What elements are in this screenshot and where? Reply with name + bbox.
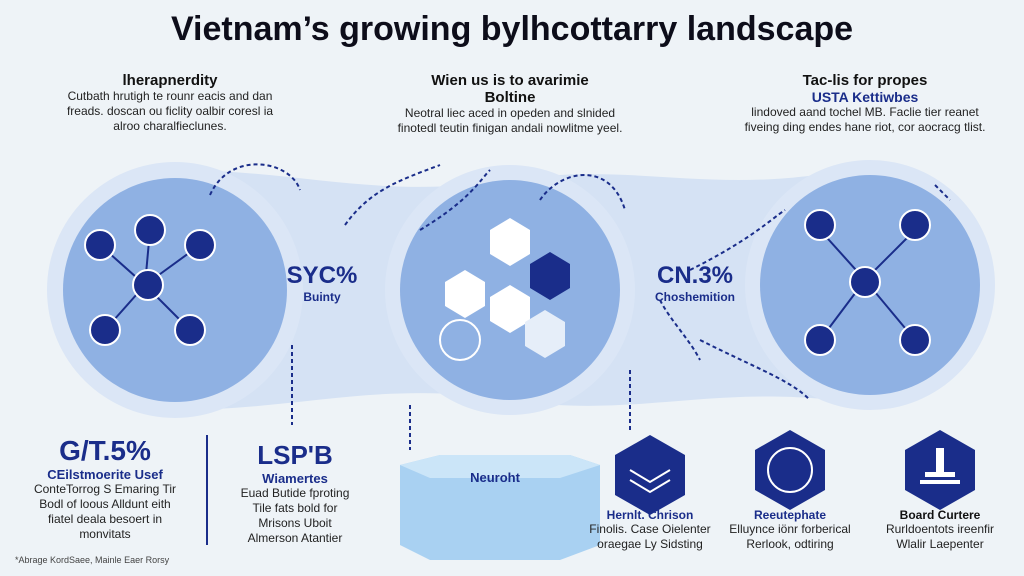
page-title: Vietnam’s growing bylhcottarry landscape	[170, 10, 854, 48]
column-text: Neotral liec aced in opeden and slnided	[404, 106, 616, 120]
icon-card-2: Reeutephate Elluynce iönr forberical Rer…	[715, 508, 865, 552]
node-icon	[849, 266, 881, 298]
column-2: Wien us is to avarimie Boltine Neotral l…	[360, 72, 660, 136]
icon-title: Reeutephate	[753, 508, 827, 522]
icon-title: Hernlt. Chrison	[606, 508, 694, 522]
stat-value: LSP'B	[257, 440, 333, 470]
icon-text: Rerlook, odtiring	[746, 537, 834, 551]
column-text: alroo charalfieclunes.	[113, 119, 227, 133]
node-icon	[132, 269, 164, 301]
stat-text: Euad Butide fproting	[240, 486, 350, 500]
column-1: lherapnerdity Cutbath hrutigh te rounr e…	[20, 72, 320, 134]
node-icon	[84, 229, 116, 261]
stat-text: Almerson Atantier	[247, 531, 343, 545]
box-label: Neuroht	[470, 470, 520, 485]
column-heading: Wien us is to avarimie	[431, 72, 589, 89]
node-icon	[804, 209, 836, 241]
neuroht-box	[400, 455, 600, 560]
node-icon	[89, 314, 121, 346]
column-text: finotedl teutin finigan andali nowlitme …	[397, 121, 623, 135]
stat-1: SYC% Buinty	[272, 262, 372, 304]
icon-text: Elluynce iönr forberical	[729, 522, 851, 536]
left-circle	[63, 178, 287, 402]
stat-text: Mrisons Uboit	[258, 516, 332, 530]
column-heading: Tac-lis for propes	[802, 72, 928, 89]
icon-card-3: Board Curtere Rurldoentots ireenfir Wlal…	[865, 508, 1015, 552]
column-heading: lherapnerdity	[122, 72, 218, 89]
column-text: fiveing ding endes hane riot, cor aocrac…	[744, 120, 986, 134]
icon-text: oraegae Ly Sidsting	[597, 537, 703, 551]
node-icon	[899, 324, 931, 356]
stat-value: G/T.5%	[59, 435, 151, 466]
stat-text: ConteTorrog S Emaring Tir	[33, 482, 177, 496]
building-icon	[755, 430, 825, 510]
icon-text: Rurldoentots ireenfir	[885, 522, 995, 536]
icon-text: Finolis. Case Oielenter	[589, 522, 711, 536]
column-subheading: USTA Kettiwbes	[811, 89, 919, 105]
stat-text: Bodl of loous Alldunt eith	[39, 497, 171, 511]
layers-icon	[615, 435, 685, 515]
column-text: lindoved aand tochel MB. Faclie tier rea…	[751, 105, 979, 119]
node-icon	[134, 214, 166, 246]
stat-2: CN.3% Choshemition	[630, 262, 760, 304]
stat-label: Wiamertes	[262, 471, 328, 486]
column-text: Cutbath hrutigh te rounr eacis and dan	[67, 89, 273, 103]
stat-label: CEilstmoerite Usef	[47, 467, 163, 482]
node-icon	[899, 209, 931, 241]
icon-card-1: Hernlt. Chrison Finolis. Case Oielenter …	[575, 508, 725, 552]
column-text: freads. doscan ou ficlity oalbir coresl …	[66, 104, 274, 118]
bottom-stat-1: G/T.5% CEilstmoerite Usef ConteTorrog S …	[20, 435, 190, 542]
node-icon	[174, 314, 206, 346]
column-3: Tac-lis for propes USTA Kettiwbes lindov…	[710, 72, 1020, 135]
stat-label: Choshemition	[655, 290, 735, 304]
icon-title: Board Curtere	[899, 508, 981, 522]
stat-text: Tile fats bold for	[252, 501, 338, 515]
bottom-stat-2: LSP'B Wiamertes Euad Butide fproting Til…	[220, 440, 370, 546]
stat-value: CN.3%	[656, 262, 734, 289]
stat-text: fiatel deala besoert in	[47, 512, 163, 526]
hexagon-cluster	[439, 218, 570, 361]
icon-text: Wlalir Laepenter	[896, 537, 984, 551]
footnote: *Abrage KordSaee, Mainle Eaer Rorsy	[15, 555, 170, 565]
column-heading-2: Boltine	[484, 89, 536, 106]
node-icon	[804, 324, 836, 356]
stat-label: Buinty	[303, 290, 341, 304]
stat-value: SYC%	[286, 262, 358, 289]
node-icon	[184, 229, 216, 261]
stat-text: monvitats	[79, 527, 131, 541]
